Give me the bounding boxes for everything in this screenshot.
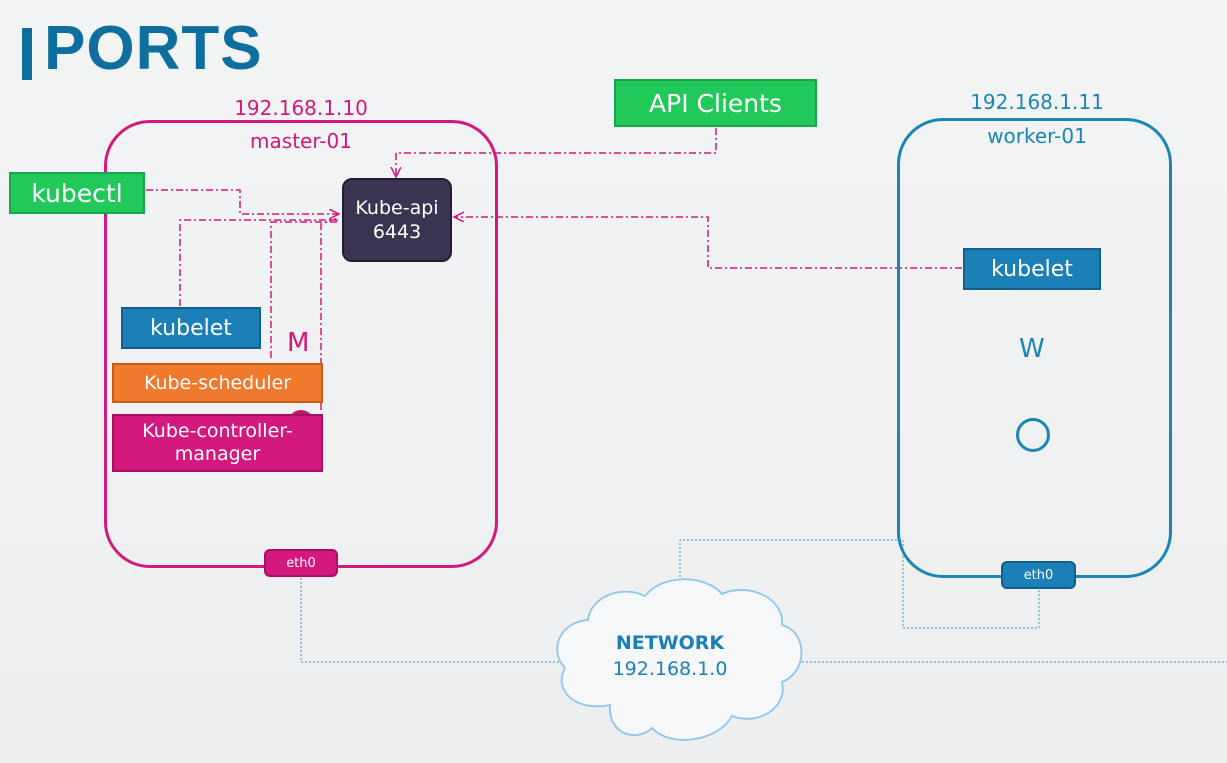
connector-controller <box>320 217 339 410</box>
worker-eth0-interface: eth0 <box>1001 561 1076 589</box>
worker-circle-icon <box>1016 418 1050 452</box>
kube-api-port: 6443 <box>372 221 422 243</box>
kube-controller-manager-box: Kube-controller- manager <box>112 414 323 472</box>
page-title: PORTS <box>44 14 263 83</box>
api-clients-box: API Clients <box>614 79 817 127</box>
network-link-worker <box>679 539 1040 629</box>
master-ip: 192.168.1.10 <box>234 96 368 120</box>
master-kubelet-box: kubelet <box>121 307 261 349</box>
controller-label-line2: manager <box>174 443 261 465</box>
network-link-master <box>300 578 560 663</box>
worker-marker: W <box>1019 334 1045 364</box>
connector-api-clients <box>396 128 717 176</box>
worker-kubelet-box: kubelet <box>963 248 1101 290</box>
kube-api-box: Kube-api 6443 <box>342 178 452 262</box>
master-eth0-interface: eth0 <box>264 549 338 577</box>
master-name: master-01 <box>250 129 352 153</box>
kube-api-label: Kube-api <box>355 197 439 219</box>
connector-kubectl <box>146 189 338 214</box>
worker-name: worker-01 <box>987 124 1087 148</box>
kubectl-box: kubectl <box>9 172 145 214</box>
master-marker: M <box>287 328 310 358</box>
title-accent-bar <box>22 28 32 80</box>
worker-ip: 192.168.1.11 <box>970 90 1104 114</box>
network-label: NETWORK <box>615 632 725 654</box>
controller-label-line1: Kube-controller- <box>142 420 293 442</box>
network-cidr: 192.168.1.0 <box>612 658 728 680</box>
connector-master-kubelet <box>179 219 338 306</box>
kube-scheduler-box: Kube-scheduler <box>112 363 323 403</box>
connector-worker-kubelet <box>455 217 962 269</box>
connector-scheduler <box>270 221 338 358</box>
network-cloud-icon <box>556 578 803 741</box>
